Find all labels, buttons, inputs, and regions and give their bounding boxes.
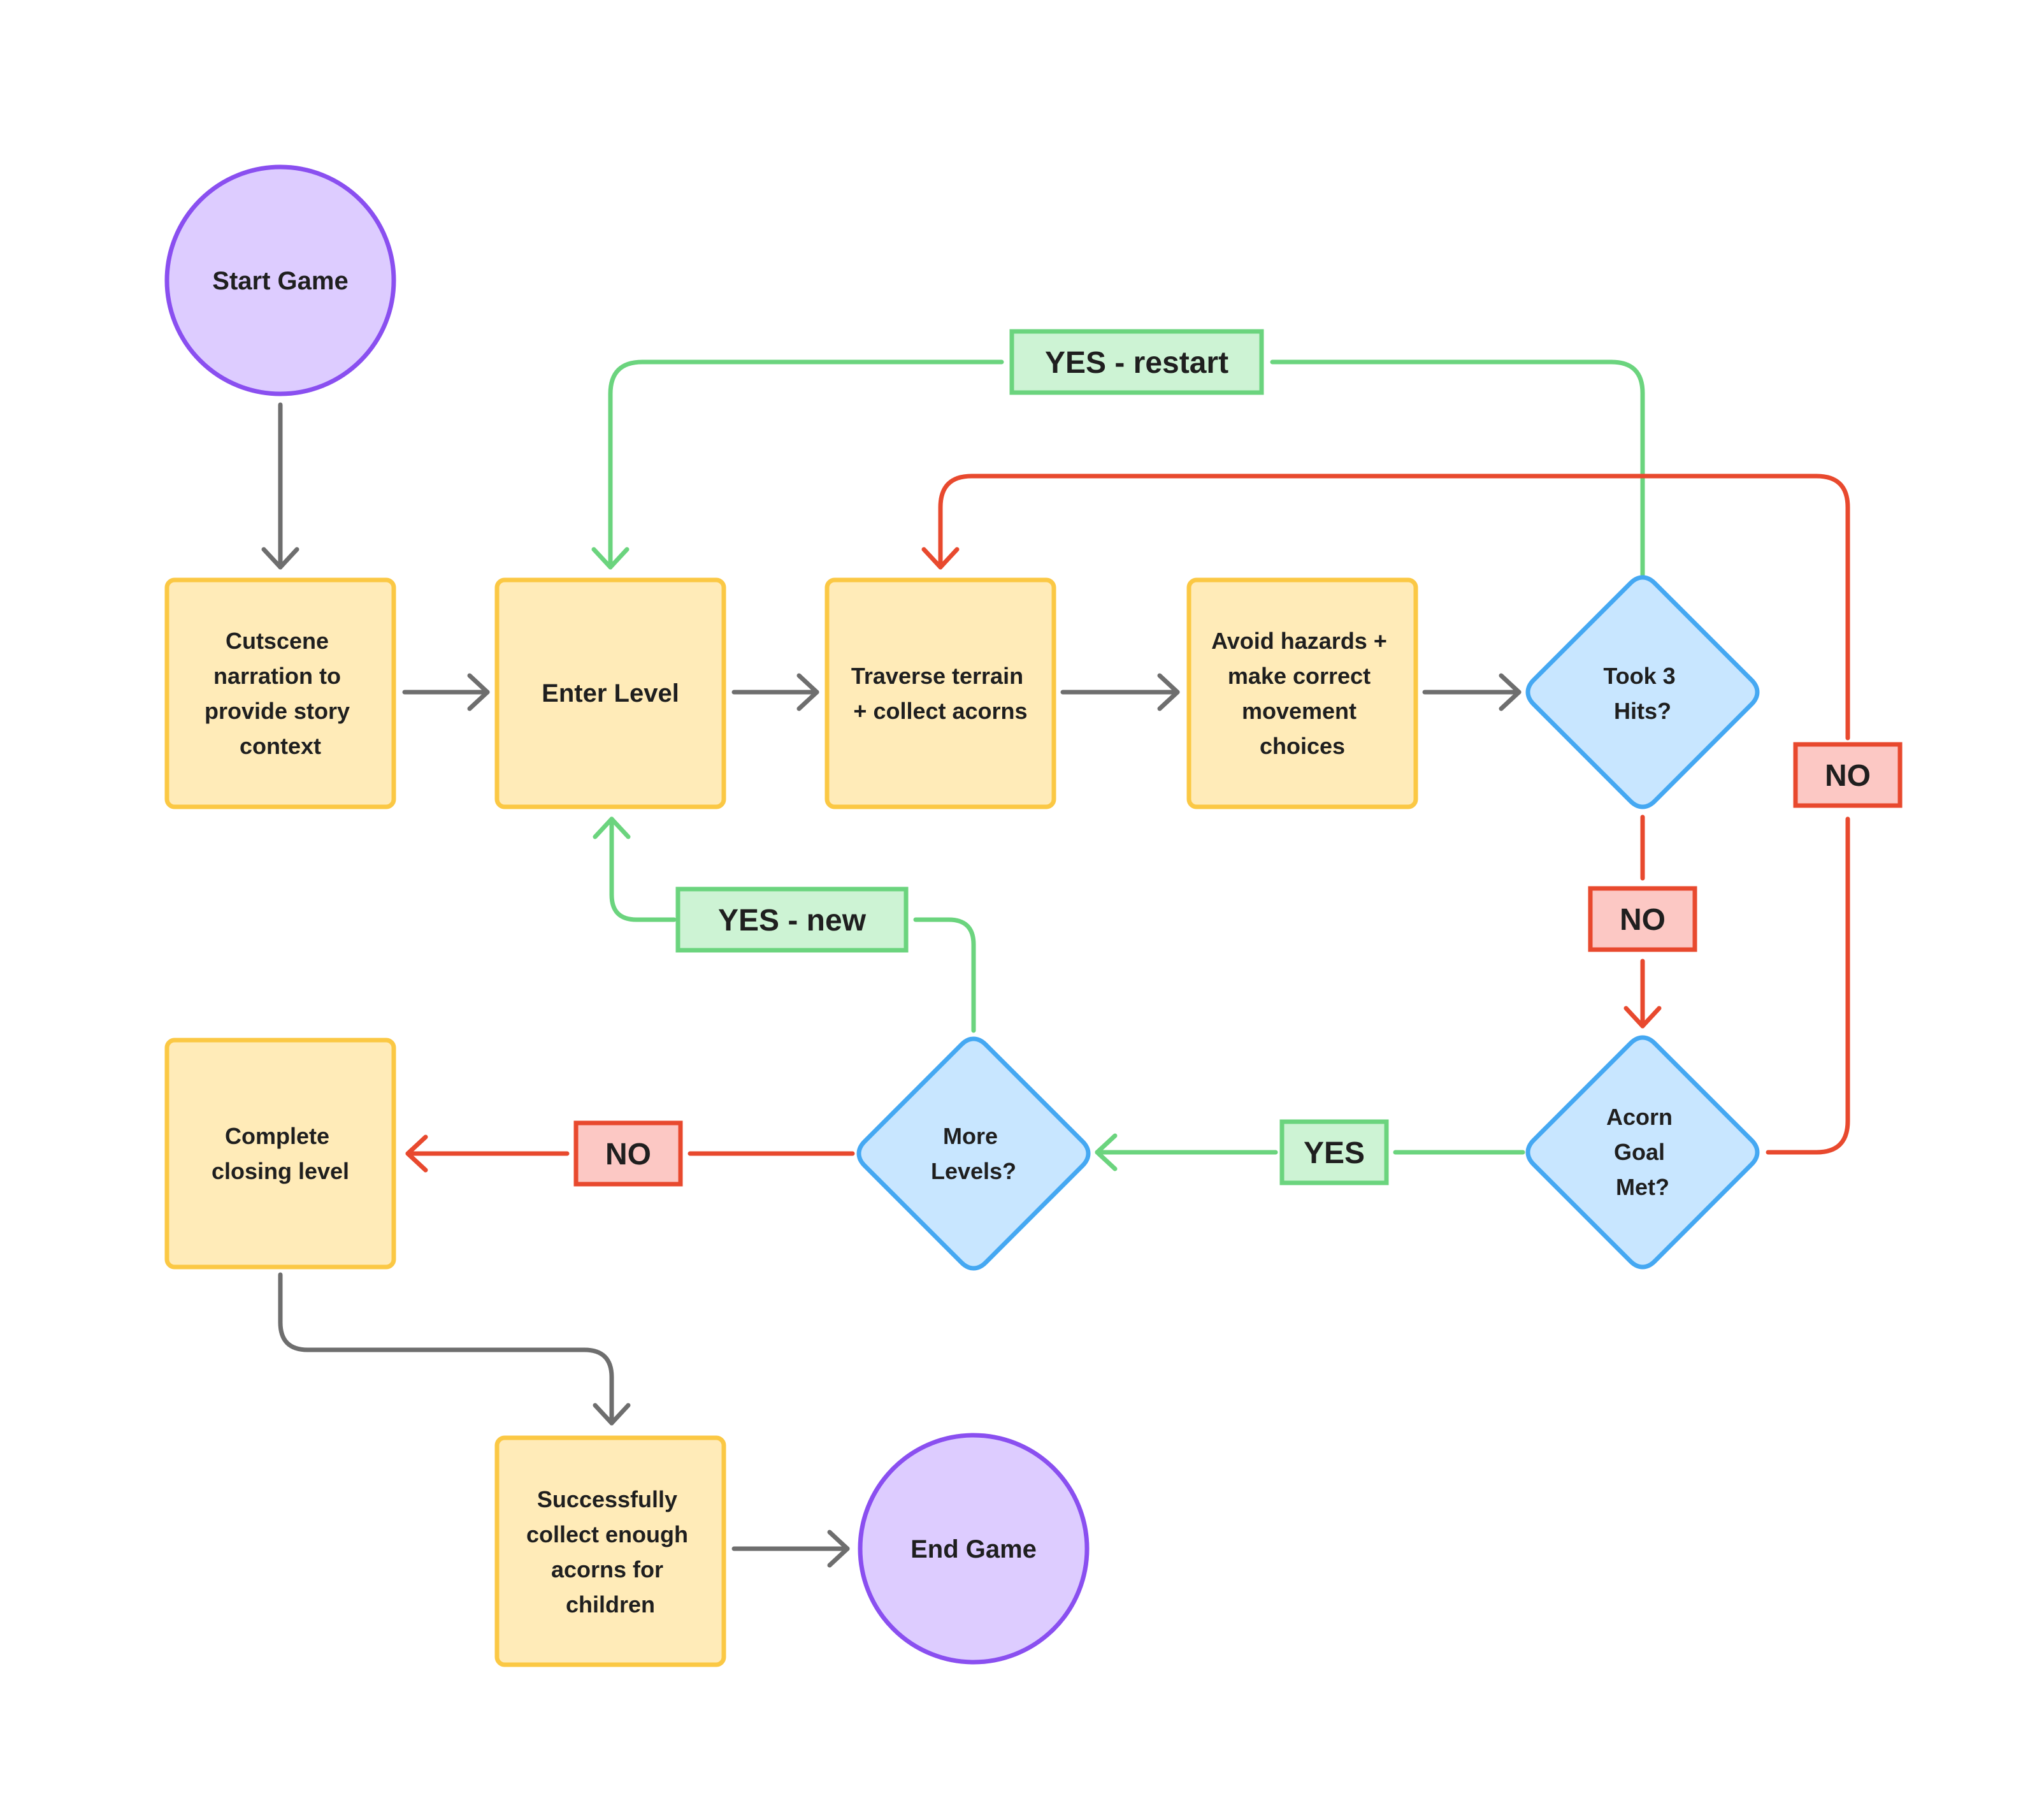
edge-label-no-hits[interactable]: NO bbox=[1588, 886, 1697, 952]
edge-yes-restart bbox=[591, 359, 1645, 577]
no-right-text: NO bbox=[1825, 759, 1871, 793]
edge-complete-to-collect bbox=[278, 1272, 631, 1426]
yes-new-box bbox=[675, 887, 909, 953]
edge-traverse-to-avoid bbox=[1060, 673, 1180, 711]
no-hits-text: NO bbox=[1620, 903, 1666, 937]
complete-closing-label: Complete closing level bbox=[212, 1123, 349, 1184]
more-levels-diamond bbox=[856, 1036, 1091, 1271]
cutscene-box bbox=[164, 577, 396, 809]
took-hits-diamond bbox=[1525, 575, 1760, 809]
node-took-hits[interactable]: Took 3 Hits? bbox=[1525, 575, 1760, 809]
edge-label-no-levels[interactable]: NO bbox=[573, 1120, 683, 1187]
enter-level-label: Enter Level bbox=[542, 679, 679, 707]
no-hits-box bbox=[1588, 886, 1697, 952]
node-more-levels[interactable]: More Levels? bbox=[856, 1036, 1091, 1271]
start-label: Start Game bbox=[212, 267, 348, 295]
yes-goal-box bbox=[1279, 1119, 1389, 1185]
edge-enter-level-to-traverse bbox=[731, 673, 819, 711]
yes-restart-text: YES - restart bbox=[1045, 346, 1228, 380]
more-levels-label: More Levels? bbox=[931, 1123, 1016, 1184]
edge-cutscene-to-enter-level bbox=[402, 673, 490, 711]
cutscene-label: Cutscene narration to provide story cont… bbox=[205, 628, 356, 759]
acorn-goal-diamond bbox=[1525, 1035, 1760, 1270]
took-hits-label: Took 3 Hits? bbox=[1603, 663, 1681, 724]
edge-label-yes-new[interactable]: YES - new bbox=[675, 887, 909, 953]
end-label: End Game bbox=[910, 1535, 1037, 1563]
edge-yes-new bbox=[593, 816, 976, 1033]
edge-avoid-to-took-hits bbox=[1422, 673, 1522, 711]
yes-new-text: YES - new bbox=[718, 904, 867, 938]
node-enter-level[interactable]: Enter Level bbox=[494, 577, 726, 809]
node-collect-enough[interactable]: Successfully collect enough acorns for c… bbox=[494, 1435, 726, 1667]
no-right-box bbox=[1793, 742, 1903, 808]
collect-enough-box bbox=[494, 1435, 726, 1667]
edge-collect-to-end bbox=[731, 1530, 850, 1568]
avoid-label: Avoid hazards + make correct movement ch… bbox=[1211, 628, 1393, 759]
node-complete-closing[interactable]: Complete closing level bbox=[164, 1038, 396, 1270]
start-circle bbox=[164, 164, 396, 396]
yes-goal-text: YES bbox=[1304, 1136, 1365, 1170]
avoid-box bbox=[1186, 577, 1418, 809]
traverse-box bbox=[824, 577, 1056, 809]
acorn-goal-label: Acorn Goal Met? bbox=[1606, 1104, 1679, 1200]
edge-start-to-cutscene bbox=[261, 402, 299, 570]
edge-no-levels bbox=[405, 1134, 855, 1173]
node-cutscene[interactable]: Cutscene narration to provide story cont… bbox=[164, 577, 396, 809]
enter-level-box bbox=[494, 577, 726, 809]
edge-yes-goal bbox=[1095, 1133, 1525, 1171]
yes-restart-box bbox=[1009, 329, 1264, 395]
edge-label-yes-goal[interactable]: YES bbox=[1279, 1119, 1389, 1185]
node-start-game[interactable]: Start Game bbox=[164, 164, 396, 396]
node-avoid-hazards[interactable]: Avoid hazards + make correct movement ch… bbox=[1186, 577, 1418, 809]
node-acorn-goal[interactable]: Acorn Goal Met? bbox=[1525, 1035, 1760, 1270]
edge-label-no-right[interactable]: NO bbox=[1793, 742, 1903, 808]
node-traverse[interactable]: Traverse terrain + collect acorns bbox=[824, 577, 1056, 809]
traverse-label: Traverse terrain + collect acorns bbox=[851, 663, 1030, 724]
end-circle bbox=[858, 1433, 1090, 1665]
no-levels-text: NO bbox=[605, 1138, 651, 1171]
edge-no-hits bbox=[1623, 814, 1662, 1029]
collect-enough-label: Successfully collect enough acorns for c… bbox=[526, 1486, 695, 1618]
no-levels-box bbox=[573, 1120, 683, 1187]
complete-closing-box bbox=[164, 1038, 396, 1270]
edge-label-yes-restart[interactable]: YES - restart bbox=[1009, 329, 1264, 395]
node-end-game[interactable]: End Game bbox=[858, 1433, 1090, 1665]
edge-no-right-loop bbox=[921, 474, 1850, 1155]
